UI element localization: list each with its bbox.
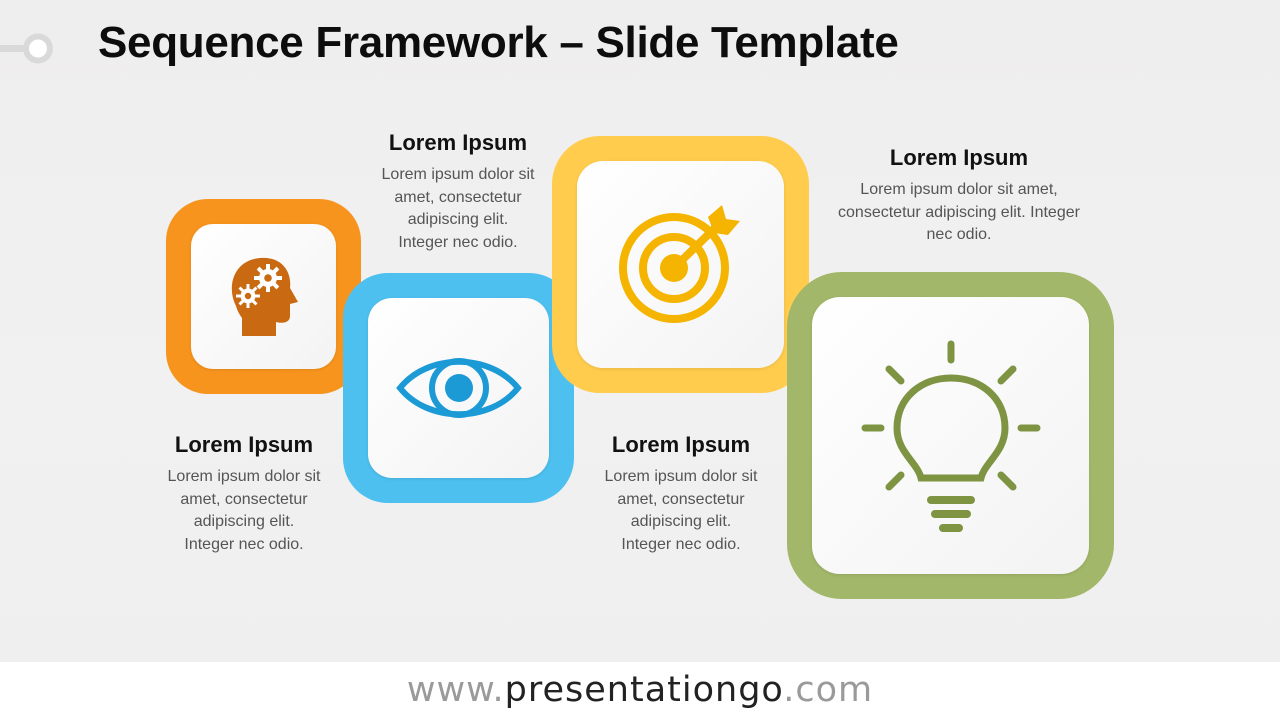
step-3-body-line: adipiscing elit. — [630, 513, 732, 530]
step-3-card — [552, 136, 809, 393]
step-4-heading: Lorem Ipsum — [889, 145, 1029, 170]
step-3-body-line: Integer nec odio. — [621, 535, 741, 553]
step-1-body-line: Integer nec odio. — [184, 535, 304, 553]
step-4-body-line: nec odio. — [926, 226, 992, 243]
step-3-body-line: Lorem ipsum dolor sit — [604, 468, 758, 485]
footer-url-suffix: .com — [783, 670, 874, 710]
step-1-body-line: Lorem ipsum dolor sit — [167, 468, 321, 485]
slide: Sequence Framework – Slide Template — [0, 0, 1280, 662]
step-3-text: Lorem Ipsum Lorem ipsum dolor sit amet, … — [582, 432, 780, 556]
step-2-body-line: Integer nec odio. — [398, 233, 518, 251]
step-1-body-line: amet, consectetur — [180, 490, 308, 508]
step-2-body-line: amet, consectetur — [394, 188, 522, 206]
title-marker-icon — [0, 33, 53, 64]
head-gears-icon — [231, 257, 298, 336]
step-2-body-line: adipiscing elit. — [407, 211, 509, 228]
page-title: Sequence Framework – Slide Template — [98, 18, 899, 67]
step-2-body: Lorem ipsum dolor sit amet, consectetur … — [359, 164, 557, 254]
step-4-card — [787, 272, 1114, 599]
target-arrow-icon — [618, 204, 740, 323]
footer-url-brand: presentationgo — [504, 670, 784, 710]
step-4-text: Lorem Ipsum Lorem ipsum dolor sit amet, … — [810, 145, 1108, 247]
step-3-body-line: amet, consectetur — [617, 490, 745, 508]
eye-icon — [395, 358, 522, 418]
step-2-heading: Lorem Ipsum — [388, 130, 528, 155]
step-2-card — [343, 273, 574, 503]
step-1-body: Lorem ipsum dolor sit amet, consectetur … — [146, 466, 342, 556]
step-1-text: Lorem Ipsum Lorem ipsum dolor sit amet, … — [146, 432, 342, 556]
lightbulb-icon — [861, 340, 1040, 532]
step-4-body: Lorem ipsum dolor sit amet, consectetur … — [810, 179, 1108, 247]
step-3-body: Lorem ipsum dolor sit amet, consectetur … — [582, 466, 780, 556]
footer-url[interactable]: www.presentationgo.com — [407, 670, 873, 710]
footer: www.presentationgo.com — [0, 662, 1280, 720]
step-1-card — [166, 199, 361, 394]
step-1-body-line: adipiscing elit. — [193, 513, 295, 530]
step-1-heading: Lorem Ipsum — [174, 432, 314, 457]
step-4-body-line: consectetur adipiscing elit. Integer — [838, 203, 1080, 221]
step-4-body-line: Lorem ipsum dolor sit amet, — [860, 181, 1058, 198]
step-3-heading: Lorem Ipsum — [611, 432, 751, 457]
step-2-text: Lorem Ipsum Lorem ipsum dolor sit amet, … — [359, 130, 557, 254]
step-2-body-line: Lorem ipsum dolor sit — [381, 166, 535, 183]
footer-url-prefix: www. — [406, 670, 505, 710]
